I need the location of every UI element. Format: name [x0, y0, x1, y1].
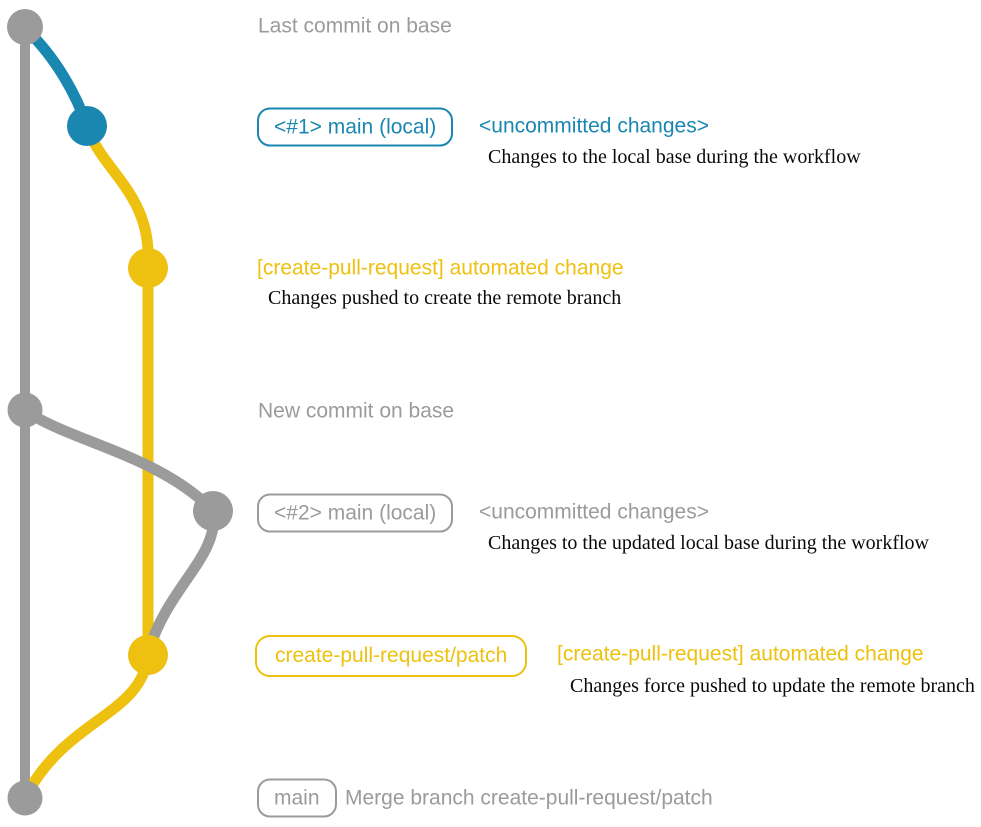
commit-node-last-commit-on-base — [7, 9, 43, 45]
patch-branch-line — [81, 120, 154, 661]
commit-node-automated-change-2 — [128, 635, 168, 675]
commit-node-automated-change-1 — [128, 248, 168, 288]
commit-node-new-commit-on-base — [7, 392, 43, 428]
patch-merge-curve — [21, 649, 154, 800]
push2-commit-message: [create-pull-request] automated change — [557, 642, 924, 666]
main-branch-badge: main — [257, 778, 337, 818]
branch1-note: Changes to the local base during the wor… — [488, 146, 861, 168]
branch1-status-label: <uncommitted changes> — [479, 114, 709, 138]
merge-commit-message: Merge branch create-pull-request/patch — [345, 786, 713, 810]
commit-node-uncommitted-1 — [67, 106, 107, 146]
push2-note: Changes force pushed to update the remot… — [570, 675, 975, 697]
push1-note: Changes pushed to create the remote bran… — [268, 287, 622, 309]
local-main-branch-curve-2 — [19, 404, 220, 653]
patch-branch-badge: create-pull-request/patch — [255, 635, 528, 677]
branch2-note: Changes to the updated local base during… — [488, 532, 929, 554]
commit-node-merge-commit — [7, 780, 43, 816]
branch1-badge: <#1> main (local) — [257, 107, 454, 147]
branch2-status-label: <uncommitted changes> — [479, 500, 709, 524]
push1-commit-message: [create-pull-request] automated change — [257, 256, 624, 280]
branch2-badge: <#2> main (local) — [257, 493, 454, 533]
new-commit-on-base-label: New commit on base — [258, 399, 455, 423]
last-commit-on-base-label: Last commit on base — [258, 14, 452, 38]
commit-node-uncommitted-2 — [193, 491, 233, 531]
